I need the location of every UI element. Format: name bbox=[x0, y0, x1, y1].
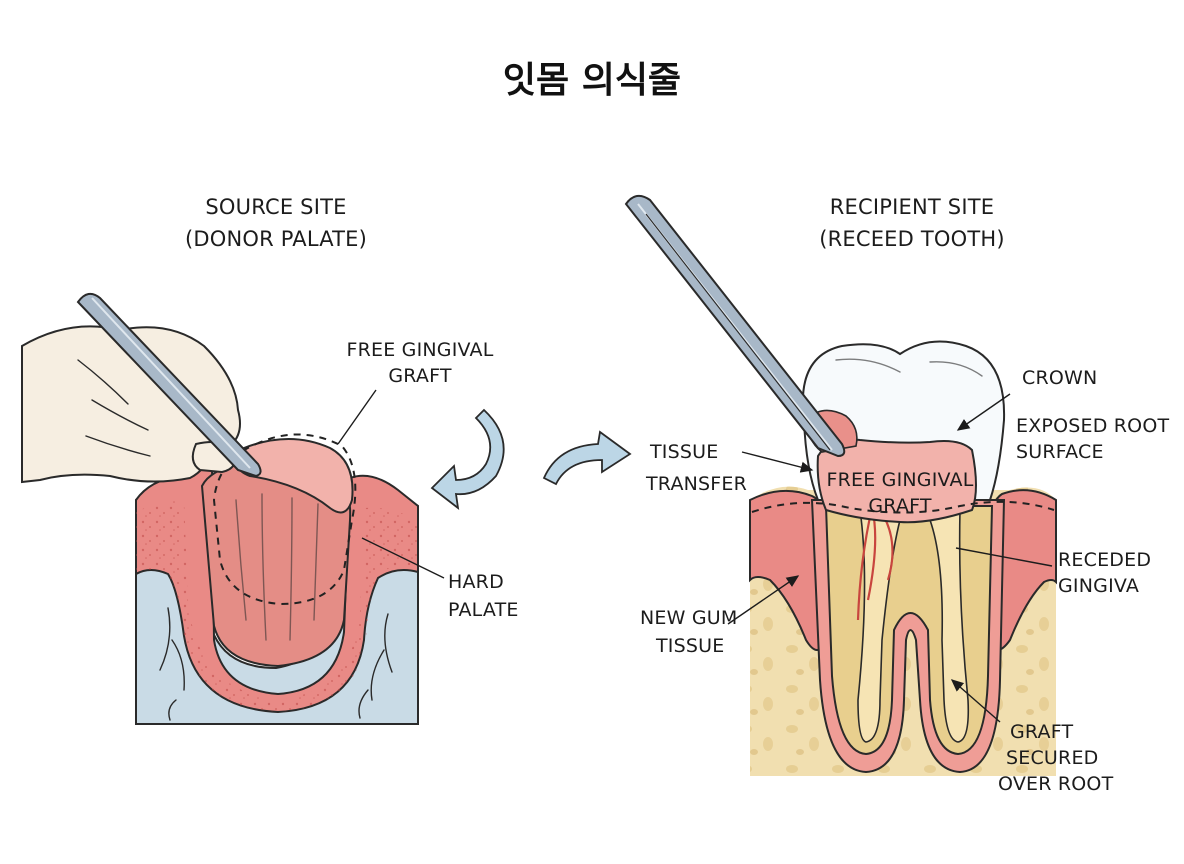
label-tissue-transfer-line2: TRANSFER bbox=[645, 473, 747, 495]
label-hard-palate-line2: PALATE bbox=[448, 599, 519, 621]
label-graft-line2: GRAFT bbox=[868, 495, 932, 517]
transfer-arrow-icon bbox=[430, 408, 632, 511]
source-heading-line2: (DONOR PALATE) bbox=[185, 227, 367, 251]
label-receded-line1: RECEDED bbox=[1058, 549, 1151, 571]
recipient-heading-line2: (RECEED TOOTH) bbox=[819, 227, 1005, 251]
label-secured-line3: OVER ROOT bbox=[998, 773, 1114, 795]
label-free-graft-line1: FREE GINGIVAL bbox=[346, 339, 493, 361]
label-exposed-root-line2: SURFACE bbox=[1016, 441, 1104, 463]
label-secured-line2: SECURED bbox=[1006, 747, 1098, 769]
label-new-gum-line1: NEW GUM bbox=[640, 607, 737, 629]
leader-free-graft bbox=[337, 389, 377, 445]
lifted-graft-flap bbox=[236, 438, 354, 514]
donor-dashed-outline bbox=[212, 433, 357, 606]
donor-striations bbox=[235, 493, 319, 641]
leader-secured bbox=[950, 679, 1001, 723]
leader-tissue-transfer bbox=[741, 451, 814, 473]
recipient-heading-line1: RECIPIENT SITE bbox=[830, 195, 994, 219]
arrow-to-source bbox=[430, 408, 505, 511]
label-secured-line1: GRAFT bbox=[1010, 721, 1074, 743]
forceps-icon bbox=[76, 292, 262, 478]
palate-submucosa bbox=[136, 500, 418, 712]
palate-nerve-right bbox=[358, 613, 393, 719]
leader-receded bbox=[955, 547, 1053, 567]
graft-on-tooth bbox=[816, 438, 977, 524]
hand-icon bbox=[21, 325, 241, 484]
leader-hard-palate bbox=[361, 537, 445, 579]
label-graft-line1: FREE GINGIVAL bbox=[826, 469, 973, 491]
label-receded-line2: GINGIVA bbox=[1058, 575, 1139, 597]
label-free-graft-line2: GRAFT bbox=[388, 365, 452, 387]
pulp-canal-left bbox=[857, 509, 901, 743]
label-crown: CROWN bbox=[1022, 367, 1097, 389]
arrow-to-recipient bbox=[542, 430, 632, 486]
diagram-title: 잇몸 의식줄 bbox=[503, 60, 681, 101]
label-tissue-transfer-line1: TISSUE bbox=[649, 441, 718, 463]
forceps-icon bbox=[624, 194, 846, 458]
palate-cross-section bbox=[135, 433, 419, 725]
label-new-gum-line2: TISSUE bbox=[655, 635, 724, 657]
leader-crown bbox=[956, 393, 1011, 431]
source-site-panel: SOURCE SITE (DONOR PALATE) bbox=[21, 195, 519, 725]
leader-new-gum bbox=[727, 575, 800, 625]
label-exposed-root-line1: EXPOSED ROOT bbox=[1016, 415, 1169, 437]
palate-nerve-left bbox=[159, 607, 185, 721]
recipient-site-panel: RECIPIENT SITE (RECEED TOOTH) bbox=[624, 194, 1169, 795]
source-heading-line1: SOURCE SITE bbox=[205, 195, 346, 219]
label-hard-palate-line1: HARD bbox=[448, 571, 504, 593]
